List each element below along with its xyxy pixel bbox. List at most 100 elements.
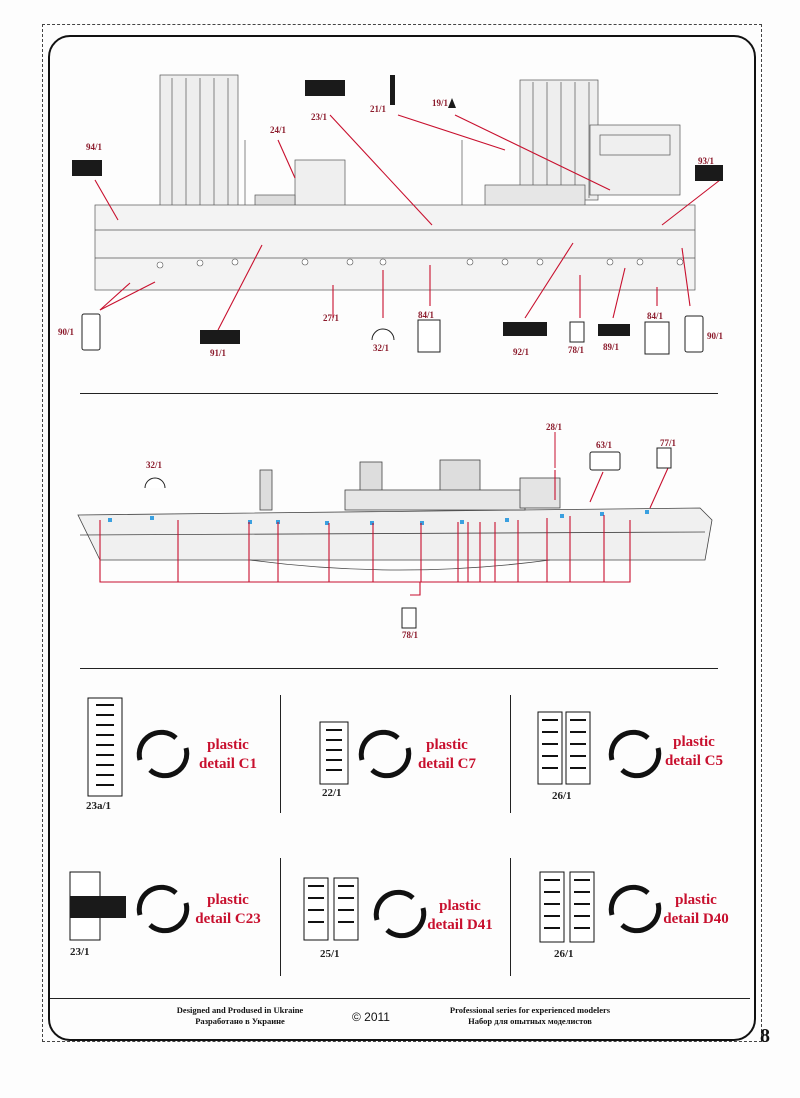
hull-label-78: 78/1 bbox=[402, 630, 419, 640]
swap-icon-5b bbox=[385, 907, 427, 939]
hull-part-77-bracket bbox=[656, 447, 672, 469]
part-21-ladder bbox=[390, 75, 395, 105]
detail-part-label-3: 26/1 bbox=[552, 790, 572, 802]
swap-icon-1b bbox=[148, 747, 190, 779]
label-90a: 90/1 bbox=[58, 327, 75, 337]
part-22-ladder bbox=[319, 721, 349, 785]
footer-left-line2: Разработано в Украине bbox=[195, 1016, 285, 1026]
detail-caption-1-line1: plastic bbox=[207, 737, 249, 753]
swap-icon-4b bbox=[148, 902, 190, 934]
part-26b-ladder-1 bbox=[539, 871, 565, 943]
footer-right: Professional series for experienced mode… bbox=[410, 1005, 650, 1027]
hull-profile bbox=[77, 507, 713, 561]
label-84b: 84/1 bbox=[647, 311, 664, 321]
part-23-hatch bbox=[305, 80, 345, 96]
detail-caption-1-line2: detail C1 bbox=[199, 756, 257, 772]
detail-caption-4-line1: plastic bbox=[207, 892, 249, 908]
fore-funnel bbox=[159, 74, 239, 216]
grid-vline-4 bbox=[510, 858, 511, 976]
part-91-grate bbox=[200, 330, 240, 344]
label-27: 27/1 bbox=[323, 313, 340, 323]
swap-icon-2b bbox=[370, 747, 412, 779]
footer-divider bbox=[50, 998, 750, 999]
part-32-ring bbox=[371, 328, 395, 341]
hull-part-78-bracket bbox=[401, 607, 417, 629]
detail-caption-5: plastic detail D41 bbox=[415, 897, 505, 935]
detail-caption-5-line2: detail D41 bbox=[427, 917, 493, 933]
part-26b-ladder-2 bbox=[569, 871, 595, 943]
footer-left: Designed and Prodused in Ukraine Разрабо… bbox=[150, 1005, 330, 1027]
label-24: 24/1 bbox=[270, 125, 287, 135]
label-78: 78/1 bbox=[568, 345, 585, 355]
swap-icon-3b bbox=[620, 747, 662, 779]
hull-part-63-plate bbox=[589, 451, 621, 471]
hull-part-32-ring bbox=[144, 477, 166, 489]
detail-caption-4-line2: detail C23 bbox=[195, 911, 261, 927]
swap-icon-2a bbox=[358, 729, 400, 761]
grid-vline-3 bbox=[280, 858, 281, 976]
detail-caption-6-line2: detail D40 bbox=[663, 911, 729, 927]
detail-caption-6: plastic detail D40 bbox=[651, 891, 741, 929]
label-93: 93/1 bbox=[698, 156, 715, 166]
swap-icon-5a bbox=[373, 889, 415, 921]
part-78-bracket bbox=[569, 321, 585, 343]
part-92-grate bbox=[503, 322, 547, 336]
swap-icon-4a bbox=[136, 884, 178, 916]
part-90b-door bbox=[684, 315, 704, 353]
footer-right-line2: Набор для опытных моделистов bbox=[468, 1016, 592, 1026]
detail-caption-2-line2: detail C7 bbox=[418, 756, 476, 772]
part-84b-door bbox=[644, 321, 670, 355]
detail-part-label-1: 23a/1 bbox=[86, 800, 112, 812]
footer-right-line1: Professional series for experienced mode… bbox=[449, 1005, 611, 1015]
swap-icon-1a bbox=[136, 729, 178, 761]
label-32: 32/1 bbox=[373, 343, 390, 353]
label-23: 23/1 bbox=[311, 112, 328, 122]
label-89: 89/1 bbox=[603, 342, 620, 352]
part-23a-ladder bbox=[87, 697, 123, 797]
label-91: 91/1 bbox=[210, 348, 227, 358]
hull-label-63: 63/1 bbox=[596, 440, 613, 450]
section-divider-2 bbox=[80, 668, 718, 669]
hull-label-28: 28/1 bbox=[546, 422, 563, 432]
grid-vline-2 bbox=[510, 695, 511, 813]
page-frame bbox=[48, 35, 756, 1041]
detail-part-label-5: 25/1 bbox=[320, 948, 340, 960]
part-90a-door bbox=[81, 313, 101, 351]
part-89-plate bbox=[598, 324, 630, 336]
grid-vline-1 bbox=[280, 695, 281, 813]
part-26a-ladder-1 bbox=[537, 711, 563, 785]
part-93-grate bbox=[695, 165, 723, 181]
detail-caption-5-line1: plastic bbox=[439, 898, 481, 914]
dashed-border bbox=[42, 24, 762, 1042]
part-84a-door bbox=[417, 319, 441, 353]
swap-icon-6b bbox=[620, 902, 662, 934]
detail-caption-1: plastic detail C1 bbox=[183, 736, 273, 774]
copyright-text: © 2011 bbox=[352, 1010, 390, 1024]
footer-left-line1: Designed and Prodused in Ukraine bbox=[176, 1005, 304, 1015]
label-19: 19/1 bbox=[432, 98, 449, 108]
detail-part-label-4: 23/1 bbox=[70, 946, 90, 958]
detail-caption-2-line1: plastic bbox=[426, 737, 468, 753]
detail-caption-3-line2: detail C5 bbox=[665, 753, 723, 769]
part-19-bell bbox=[448, 98, 456, 108]
hull-label-77: 77/1 bbox=[660, 438, 677, 448]
part-94-grate bbox=[72, 160, 102, 176]
detail-caption-2: plastic detail C7 bbox=[402, 736, 492, 774]
label-92: 92/1 bbox=[513, 347, 530, 357]
bridge bbox=[589, 124, 681, 196]
detail-caption-3-line1: plastic bbox=[673, 734, 715, 750]
hull-label-32: 32/1 bbox=[146, 460, 163, 470]
label-21: 21/1 bbox=[370, 104, 387, 114]
detail-caption-6-line1: plastic bbox=[675, 892, 717, 908]
label-84a: 84/1 bbox=[418, 310, 435, 320]
detail-part-label-2: 22/1 bbox=[322, 787, 342, 799]
label-94: 94/1 bbox=[86, 142, 103, 152]
part-23-hatch-dark bbox=[70, 896, 126, 918]
hull-side bbox=[94, 204, 696, 291]
detail-caption-4: plastic detail C23 bbox=[183, 891, 273, 929]
part-26a-ladder-2 bbox=[565, 711, 591, 785]
swap-icon-3a bbox=[608, 729, 650, 761]
